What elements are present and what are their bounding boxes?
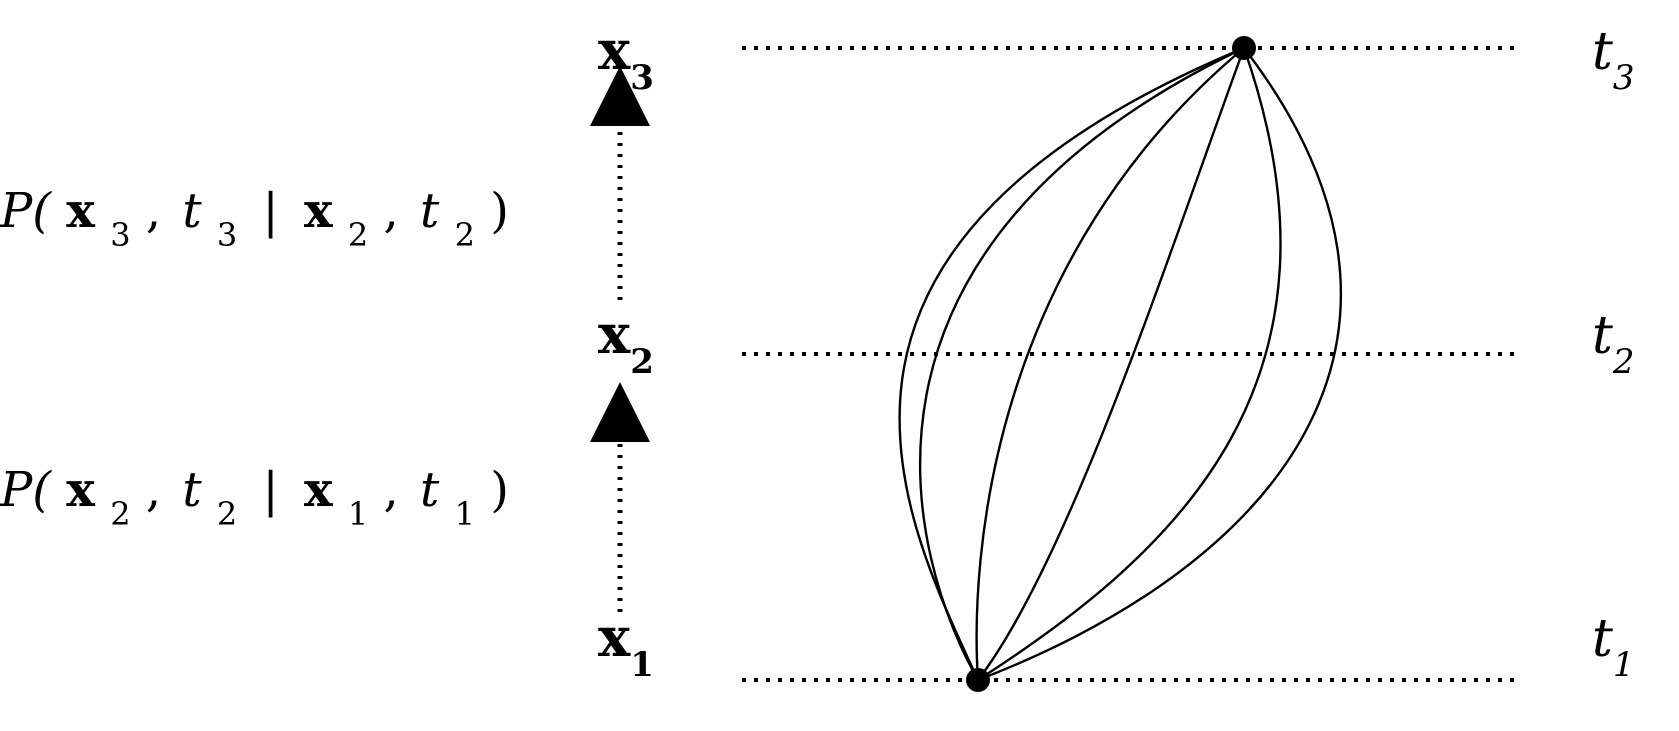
upper-t-mid: t [420,183,440,239]
upper-x-mid: x [304,183,333,239]
lower-bar: | [263,462,279,518]
path-curve-3 [975,47,1245,681]
state-label-x2: x2 [598,302,654,382]
lower-x-top-sub: 2 [110,495,130,533]
lower-prefix: P( [0,462,52,518]
lower-x-mid: x [304,462,333,518]
upper-bar: | [263,183,279,239]
upper-t-mid-sub: 2 [455,216,475,254]
path-curve-6 [977,47,1343,682]
path-curve-5 [977,47,1282,682]
svg-text:P( x 3 ,: P( x 3 , t 3 | x 2 , t 2 ) [0,183,509,254]
path-curve-1 [898,46,1245,681]
lower-x-mid-sub: 1 [348,495,368,533]
lower-suffix: ) [490,462,509,518]
upper-x-top: x [66,183,95,239]
lower-t-mid-sub: 1 [455,495,475,533]
svg-text:P( x 2 ,: P( x 2 , t 2 | x 1 , t 1 ) [0,462,509,533]
lower-comma-top: , [146,462,161,518]
path-curve-4 [977,47,1246,681]
upper-comma-mid: , [383,183,398,239]
lower-t-top: t [182,462,202,518]
lower-x-top: x [66,462,95,518]
state-label-x1: x1 [598,605,654,685]
upper-prefix: P( [0,183,52,239]
path-curve-2 [919,46,1245,681]
upper-t-top: t [182,183,202,239]
lower-t-top-sub: 2 [217,495,237,533]
state-labels: x3 x2 x1 [598,18,654,685]
upper-suffix: ) [490,183,509,239]
upper-x-top-sub: 3 [110,216,130,254]
upper-t-top-sub: 3 [217,216,237,254]
transition-probability-lower: P( x 2 , t 2 | x 1 , t 1 ) [0,462,509,533]
transition-probability-upper: P( x 3 , t 3 | x 2 , t 2 ) [0,183,509,254]
lower-t-mid: t [420,462,440,518]
time-label-t1: t1 [1592,609,1635,685]
endpoint-x3 [1232,36,1256,60]
endpoint-x1 [966,668,990,692]
time-labels: t3 t2 t1 [1592,22,1635,685]
time-label-t2: t2 [1592,306,1635,382]
lower-comma-mid: , [383,462,398,518]
time-label-t3: t3 [1592,22,1635,98]
upper-x-mid-sub: 2 [348,216,368,254]
state-label-x3: x3 [598,18,654,98]
path-bundle [898,46,1343,682]
upper-comma-top: , [146,183,161,239]
